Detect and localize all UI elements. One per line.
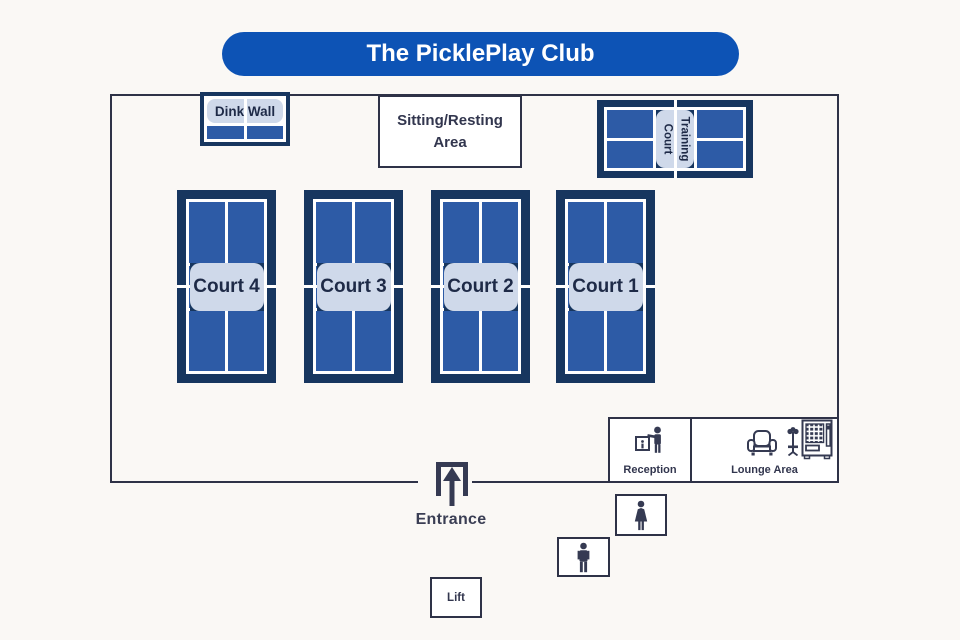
service-box — [443, 202, 479, 263]
reception-area: Reception — [608, 417, 692, 483]
dink-wall-label-bg — [246, 99, 283, 123]
mens-restroom — [557, 537, 610, 577]
service-box — [697, 140, 743, 168]
court-label: Court 1 — [568, 262, 643, 311]
floor-bottom-border-left — [110, 481, 418, 483]
training-court: Training Court — [597, 100, 753, 178]
lounge-area: Lounge Area — [690, 417, 839, 483]
dink-wall-cell — [246, 126, 283, 139]
court-bottom-half — [443, 310, 518, 371]
training-court-left-side — [607, 110, 653, 168]
court-label: Court 2 — [443, 262, 518, 311]
service-box — [443, 310, 479, 371]
court-1: Court 1 — [556, 190, 655, 383]
service-box — [482, 310, 518, 371]
service-box — [316, 310, 352, 371]
service-box — [228, 310, 264, 371]
court-top-half — [316, 202, 391, 263]
court-label-backing: Court 1 — [568, 262, 643, 311]
court-label-backing: Court 2 — [443, 262, 518, 311]
training-court-label: Training Court — [658, 117, 693, 162]
title-banner: The PicklePlay Club — [222, 32, 739, 76]
service-box — [482, 202, 518, 263]
court-label-backing: Court 3 — [316, 262, 391, 311]
sitting-area-label-line2: Area — [433, 133, 467, 151]
lift-label: Lift — [447, 591, 465, 604]
info-desk-icon — [635, 426, 661, 453]
court-label: Court 4 — [189, 262, 264, 311]
entrance-label: Entrance — [415, 511, 487, 528]
dink-wall-label: Dink Wall — [214, 104, 276, 119]
service-box — [607, 202, 643, 263]
sitting-area-label-line1: Sitting/Resting — [397, 111, 503, 129]
dink-wall-inner: Dink Wall — [204, 96, 286, 142]
service-box — [189, 202, 225, 263]
dink-wall-right-half — [246, 99, 283, 139]
court-label-backing: Court 4 — [189, 262, 264, 311]
dink-wall-label-bg — [207, 99, 244, 123]
womens-restroom — [615, 494, 667, 536]
training-court-right-side — [697, 110, 743, 168]
service-box — [607, 310, 643, 371]
lounge-label: Lounge Area — [731, 464, 798, 476]
service-box — [607, 110, 653, 138]
service-box — [189, 310, 225, 371]
court-4: Court 4 — [177, 190, 276, 383]
court-bottom-half — [316, 310, 391, 371]
court-top-half — [189, 202, 264, 263]
service-box — [355, 310, 391, 371]
court-bottom-half — [189, 310, 264, 371]
service-box — [228, 202, 264, 263]
court-2: Court 2 — [431, 190, 530, 383]
dink-wall-left-half — [207, 99, 244, 139]
court-bottom-half — [568, 310, 643, 371]
woman-icon — [634, 500, 648, 530]
service-box — [607, 140, 653, 168]
court-3: Court 3 — [304, 190, 403, 383]
court-top-half — [443, 202, 518, 263]
sitting-resting-area: Sitting/Resting Area — [378, 95, 522, 168]
man-icon — [577, 542, 590, 572]
service-box — [697, 110, 743, 138]
entrance-arrow-icon — [436, 462, 468, 506]
service-box — [355, 202, 391, 263]
reception-label: Reception — [623, 464, 677, 476]
training-court-net-line — [673, 100, 677, 178]
court-label: Court 3 — [316, 262, 391, 311]
training-court-label-line1: Training — [678, 116, 691, 162]
court-top-half — [568, 202, 643, 263]
service-box — [568, 202, 604, 263]
dink-wall-cell — [207, 126, 244, 139]
plant-icon — [787, 427, 799, 456]
page-title: The PicklePlay Club — [366, 40, 595, 67]
lift: Lift — [430, 577, 482, 618]
armchair-icon — [747, 430, 777, 456]
training-court-label-line2: Court — [661, 123, 673, 155]
service-box — [568, 310, 604, 371]
vending-machine-icon — [801, 419, 833, 460]
dink-wall-court: Dink Wall — [200, 92, 290, 146]
service-box — [316, 202, 352, 263]
